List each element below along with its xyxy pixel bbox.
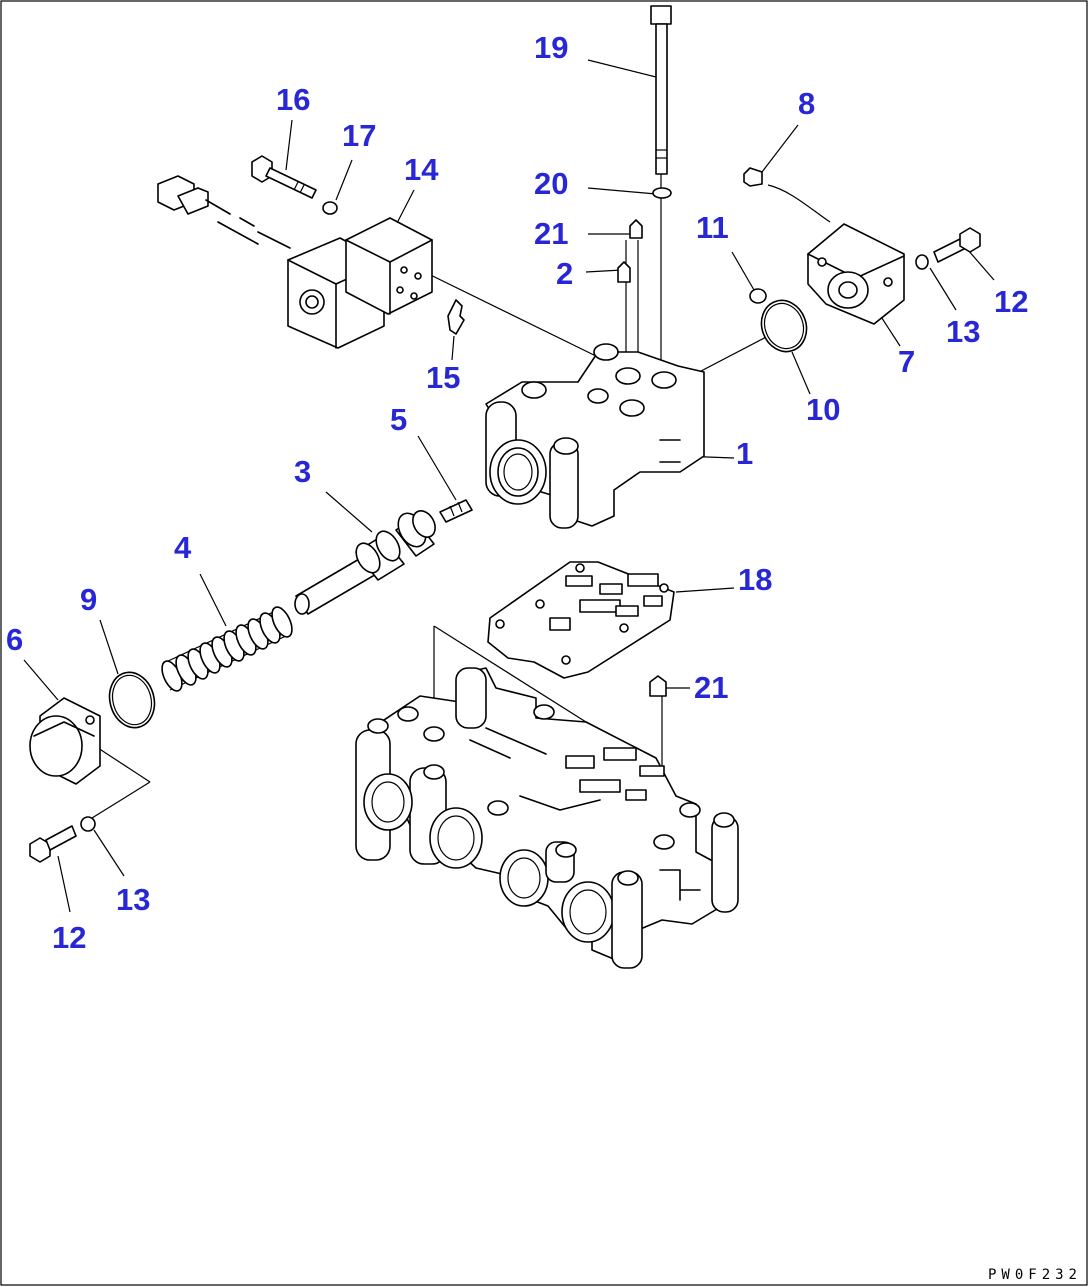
washer-20 <box>652 187 672 199</box>
solenoid-14 <box>157 175 433 349</box>
callout-14: 14 <box>404 152 439 187</box>
pin-15 <box>447 299 465 335</box>
ball-11 <box>749 288 767 304</box>
cover-7 <box>807 223 905 325</box>
callout-9: 9 <box>80 582 98 617</box>
gasket-18 <box>487 561 675 679</box>
callout-20: 20 <box>534 166 569 201</box>
callout-12-left: 12 <box>52 920 87 955</box>
callout-19: 19 <box>534 30 569 65</box>
pin-5 <box>439 499 473 523</box>
washer-17 <box>322 201 338 215</box>
callout-17: 17 <box>342 118 377 153</box>
washer-13-left <box>80 816 96 832</box>
bolt-12-left <box>29 825 77 863</box>
o-ring-10 <box>760 299 808 353</box>
callout-8: 8 <box>798 86 816 121</box>
leader-lines <box>23 59 995 913</box>
callout-16: 16 <box>276 82 311 117</box>
o-ring-9 <box>108 671 156 729</box>
spring-4 <box>161 606 293 692</box>
drawing-code: PW0F232 <box>987 1267 1082 1283</box>
callout-3: 3 <box>294 454 312 489</box>
callout-10: 10 <box>806 392 841 427</box>
plug-21-bottom <box>649 675 667 697</box>
plug-2 <box>617 261 631 283</box>
callout-18: 18 <box>738 562 773 597</box>
callout-12-right: 12 <box>994 284 1029 319</box>
callout-5: 5 <box>390 402 408 437</box>
cover-6 <box>29 697 101 785</box>
bolt-16 <box>251 155 317 199</box>
callout-7: 7 <box>898 344 916 379</box>
valve-body-1 <box>485 343 705 529</box>
callout-6: 6 <box>6 622 24 657</box>
callout-13-right: 13 <box>946 314 981 349</box>
callout-1: 1 <box>736 436 754 471</box>
main-valve-block <box>355 667 739 969</box>
bolt-12-right <box>933 227 981 263</box>
callout-4: 4 <box>174 530 192 565</box>
plug-8 <box>743 167 763 187</box>
callout-15: 15 <box>426 360 461 395</box>
long-bolt-19 <box>650 5 672 372</box>
spool-3 <box>294 510 436 615</box>
washer-13-right <box>915 254 929 270</box>
callout-21-bottom: 21 <box>694 670 729 705</box>
callout-13-left: 13 <box>116 882 151 917</box>
callout-11: 11 <box>696 210 729 245</box>
callout-21-top: 21 <box>534 216 569 251</box>
callout-2: 2 <box>556 256 574 291</box>
plug-21-top <box>629 219 643 239</box>
